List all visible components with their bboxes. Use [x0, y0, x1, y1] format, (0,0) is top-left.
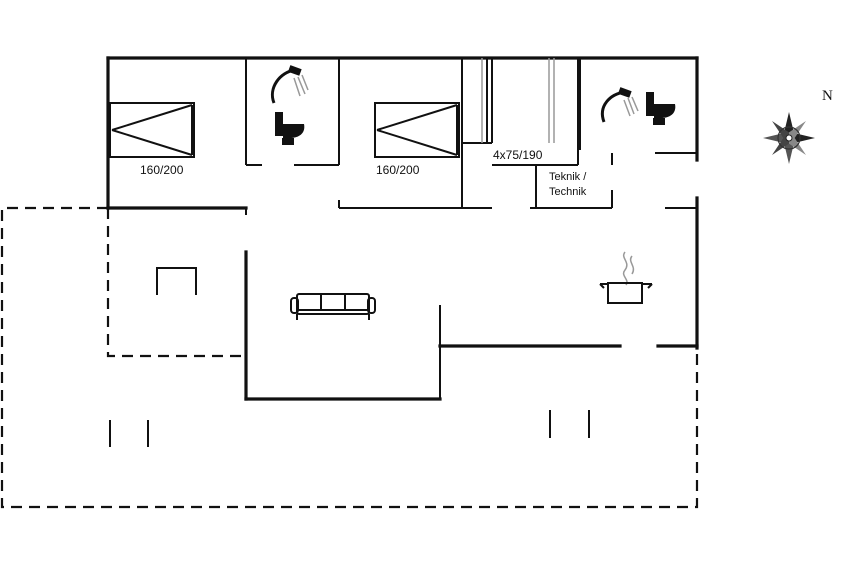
compass-north-label: N: [822, 88, 833, 104]
bed-icon: [374, 102, 460, 158]
shower-icon: [271, 65, 309, 104]
compass-rose-icon: [763, 112, 815, 164]
bed-label-bedroom-2: 160/200: [376, 163, 420, 177]
house-walls: [106, 56, 699, 401]
toilet-icon: [646, 92, 676, 125]
cooking-pot-icon: [599, 251, 653, 304]
sofa-icon: [290, 293, 376, 320]
terrace-posts: [109, 410, 590, 447]
bed-label-bedroom-1: 160/200: [140, 163, 184, 177]
bed-label-bunk-room: 4x75/190: [493, 148, 543, 162]
shower-icon: [601, 87, 639, 123]
toilet-icon: [275, 112, 305, 145]
bed-icon: [109, 102, 195, 158]
terrace-outline: [0, 206, 699, 509]
technical-room-label-1: Teknik /: [549, 171, 587, 183]
table-icon: [156, 267, 197, 295]
technical-room-label-2: Technik: [549, 186, 587, 198]
